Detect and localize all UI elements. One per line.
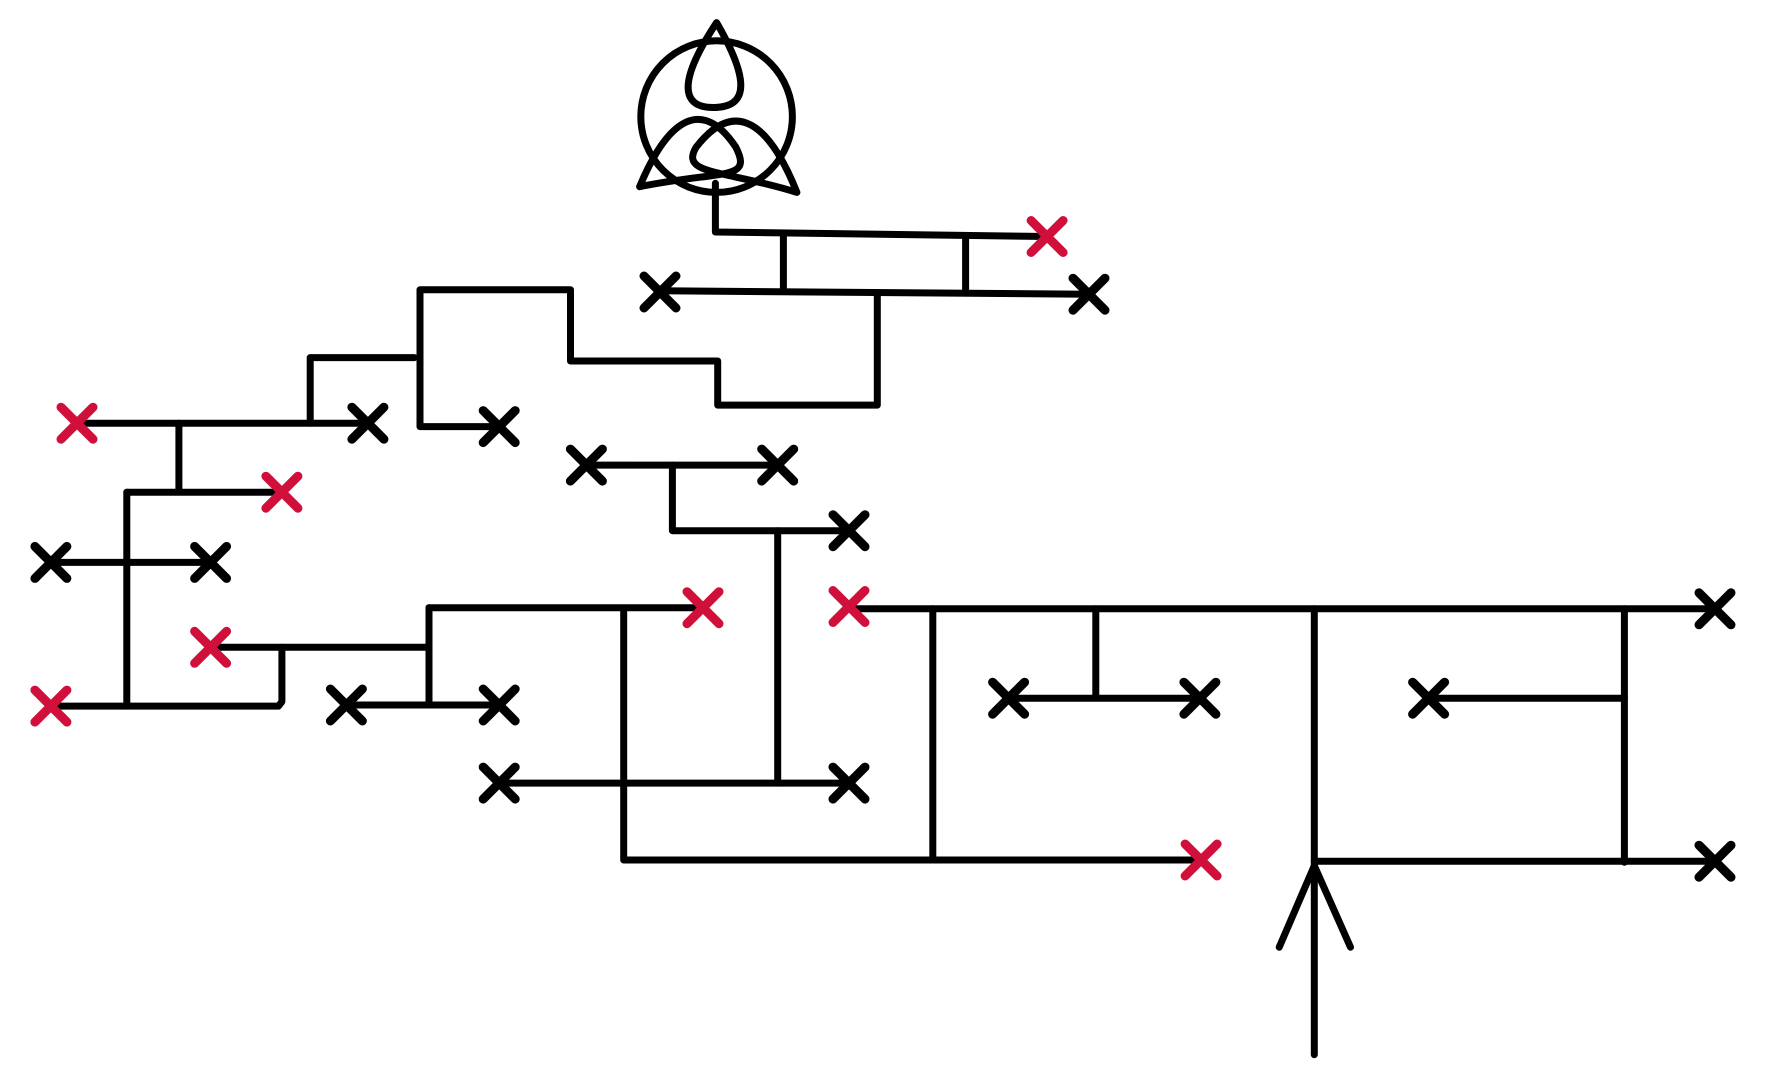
- cross-stroke: [190, 541, 232, 583]
- cross-icon: [325, 684, 367, 726]
- cross-stroke: [565, 444, 607, 486]
- cross-stroke: [30, 541, 72, 583]
- cross-stroke: [1179, 677, 1221, 719]
- cross-stroke: [1026, 216, 1068, 257]
- cross-stroke: [828, 510, 870, 552]
- maze-path-segment: [47, 643, 286, 710]
- triquetra-icon: [636, 19, 801, 196]
- maze-path-segment: [306, 354, 418, 427]
- cross-icon: [757, 444, 799, 486]
- start-arrowhead: [1275, 862, 1354, 951]
- cross-stroke: [1180, 839, 1222, 881]
- cross-icon: [565, 444, 607, 486]
- triquetra-top-loop: [684, 19, 745, 111]
- cross-icon: [828, 762, 870, 804]
- maze-path-segment: [620, 608, 1205, 864]
- cross-stroke: [682, 587, 724, 629]
- cross-stroke: [988, 677, 1030, 719]
- cross-stroke: [1694, 588, 1736, 630]
- cross-icon: [30, 685, 72, 727]
- cross-icon: [56, 402, 98, 444]
- cross-icon: [190, 541, 232, 583]
- cross-stroke: [757, 444, 799, 486]
- cross-icon: [828, 510, 870, 552]
- cross-stroke: [347, 402, 389, 444]
- cross-stroke: [56, 402, 98, 444]
- cross-icon: [261, 471, 303, 513]
- cross-icon: [1026, 216, 1068, 257]
- cross-stroke: [478, 762, 520, 804]
- maze-path-segment: [668, 461, 853, 535]
- cross-icon: [682, 587, 724, 629]
- cross-stroke: [478, 406, 520, 448]
- cross-icon: [1179, 677, 1221, 719]
- triquetra-left-loop: [636, 115, 744, 191]
- cross-stroke: [30, 685, 72, 727]
- cross-icon: [478, 684, 520, 726]
- maze-path-segment: [711, 179, 1051, 240]
- cross-stroke: [261, 471, 303, 513]
- cross-icon: [988, 677, 1030, 719]
- cross-icon: [347, 402, 389, 444]
- end-markers: [30, 216, 1736, 882]
- maze-paths: [47, 179, 1719, 1059]
- cross-stroke: [828, 762, 870, 804]
- cross-stroke: [1068, 273, 1110, 315]
- triquetra-circle: [637, 37, 796, 196]
- cross-stroke: [478, 684, 520, 726]
- cross-icon: [190, 626, 232, 668]
- cross-icon: [828, 586, 870, 627]
- cross-stroke: [1408, 677, 1450, 719]
- cross-icon: [478, 406, 520, 448]
- cross-icon: [639, 271, 681, 313]
- triquetra-right-loop: [689, 117, 801, 196]
- cross-icon: [1694, 588, 1736, 630]
- cross-icon: [1408, 677, 1450, 719]
- cross-icon: [1180, 839, 1222, 881]
- cross-stroke: [325, 684, 367, 726]
- cross-stroke: [190, 626, 232, 668]
- cross-stroke: [1694, 840, 1736, 882]
- cross-icon: [478, 762, 520, 804]
- maze-path-segment: [416, 286, 881, 431]
- cross-icon: [1068, 273, 1110, 315]
- cross-icon: [30, 541, 72, 583]
- cross-stroke: [828, 586, 870, 627]
- cross-icon: [1694, 840, 1736, 882]
- cross-stroke: [639, 271, 681, 313]
